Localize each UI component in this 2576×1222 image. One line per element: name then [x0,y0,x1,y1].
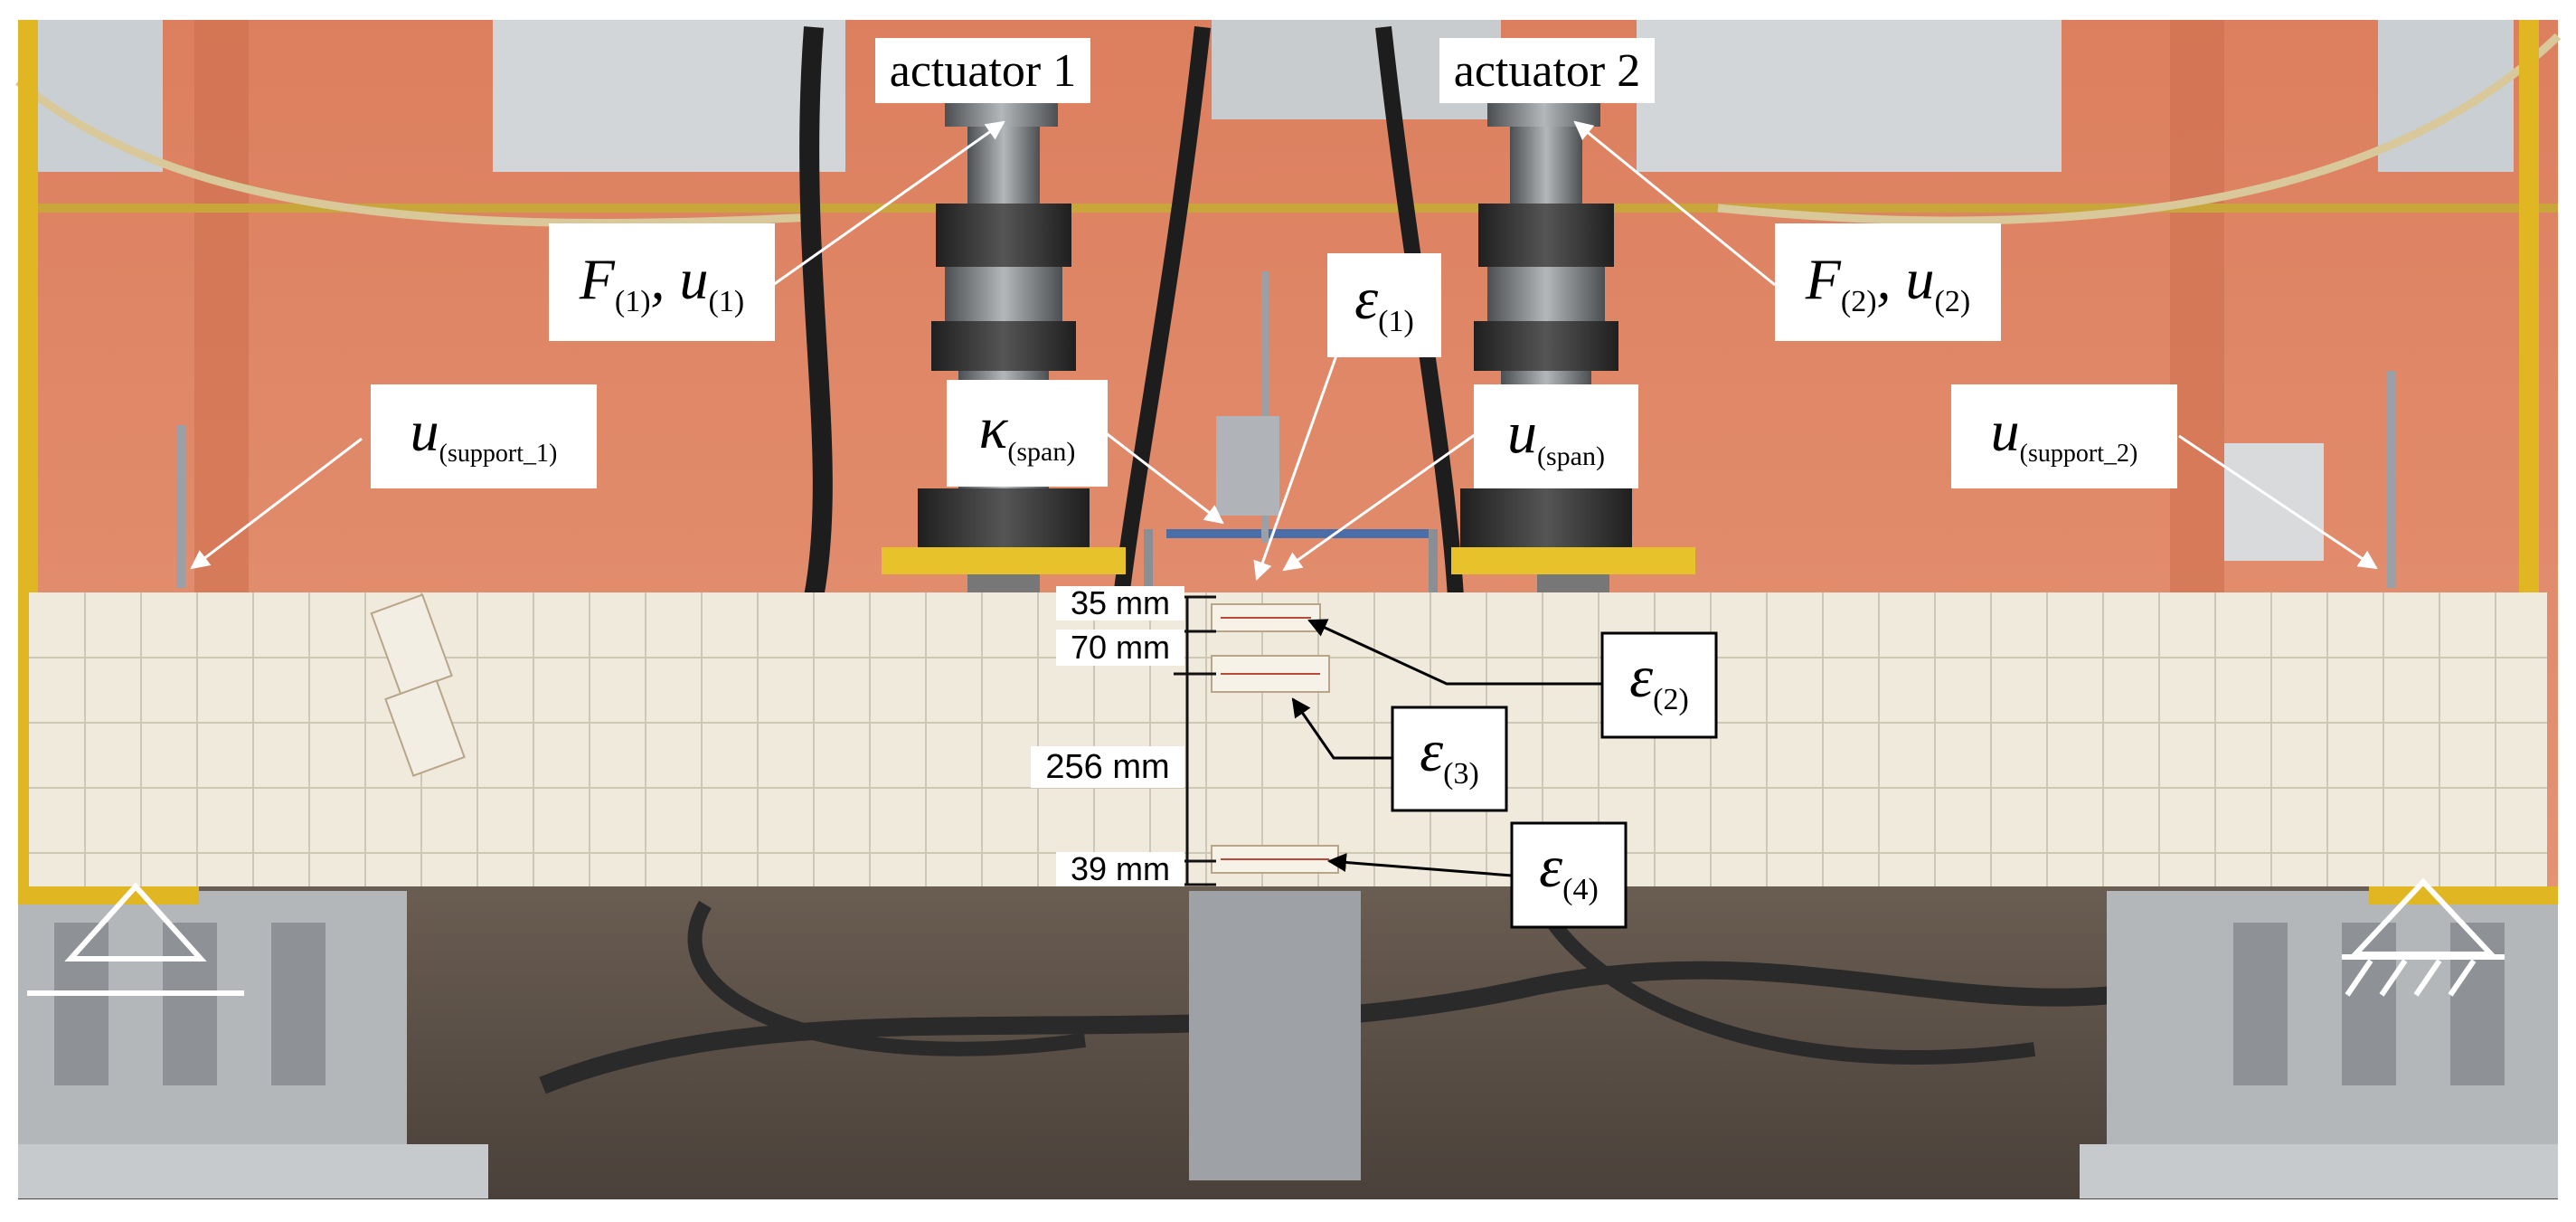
dim-70mm: 70 mm [1056,629,1184,666]
svg-text:actuator 2: actuator 2 [1454,45,1640,97]
svg-text:35 mm: 35 mm [1071,584,1170,621]
label-eps2: ε(2) [1600,631,1718,739]
svg-text:ε(2): ε(2) [1629,644,1689,716]
label-eps4: ε(4) [1510,821,1628,929]
label-kappa-span: κ(span) [947,380,1108,487]
dim-39mm: 39 mm [1056,850,1184,887]
label-f2-u2: F(2), u(2) [1775,223,2001,341]
svg-text:256 mm: 256 mm [1045,748,1169,786]
svg-text:39 mm: 39 mm [1071,850,1170,887]
svg-text:70 mm: 70 mm [1071,629,1170,666]
roller-support-icon [27,882,244,996]
svg-text:κ(span): κ(span) [979,395,1076,467]
svg-text:ε(1): ε(1) [1354,266,1414,338]
support-lvdt-devices [176,371,2396,588]
dim-35mm: 35 mm [1056,584,1184,621]
label-u-span: u(span) [1474,384,1638,488]
dim-256mm: 256 mm [1031,746,1184,788]
label-actuator-2: actuator 2 [1439,38,1655,103]
label-u-support-2: u(support_2) [1951,384,2177,488]
pin-support-icon [2342,877,2505,997]
label-f1-u1: F(1), u(1) [549,223,775,341]
actuator-2-device [1451,54,1695,592]
svg-text:u(span): u(span) [1507,400,1605,471]
svg-text:ε(4): ε(4) [1539,834,1599,906]
label-u-support-1: u(support_1) [371,384,597,488]
label-actuator-1: actuator 1 [875,38,1090,103]
label-eps1: ε(1) [1327,253,1441,357]
concrete-beam [29,592,2547,886]
svg-text:ε(3): ε(3) [1420,718,1479,791]
leader-lines [190,120,2378,877]
svg-text:F(2), u(2): F(2), u(2) [1805,247,1970,318]
support-blocks [18,886,2558,1198]
svg-text:F(1), u(1): F(1), u(1) [579,247,744,318]
midspan-instrument-frame [1144,271,1438,602]
label-eps3: ε(3) [1391,706,1508,812]
svg-text:u(support_1): u(support_1) [410,399,558,468]
svg-text:actuator 1: actuator 1 [890,45,1076,97]
svg-text:u(support_2): u(support_2) [1991,399,2138,468]
